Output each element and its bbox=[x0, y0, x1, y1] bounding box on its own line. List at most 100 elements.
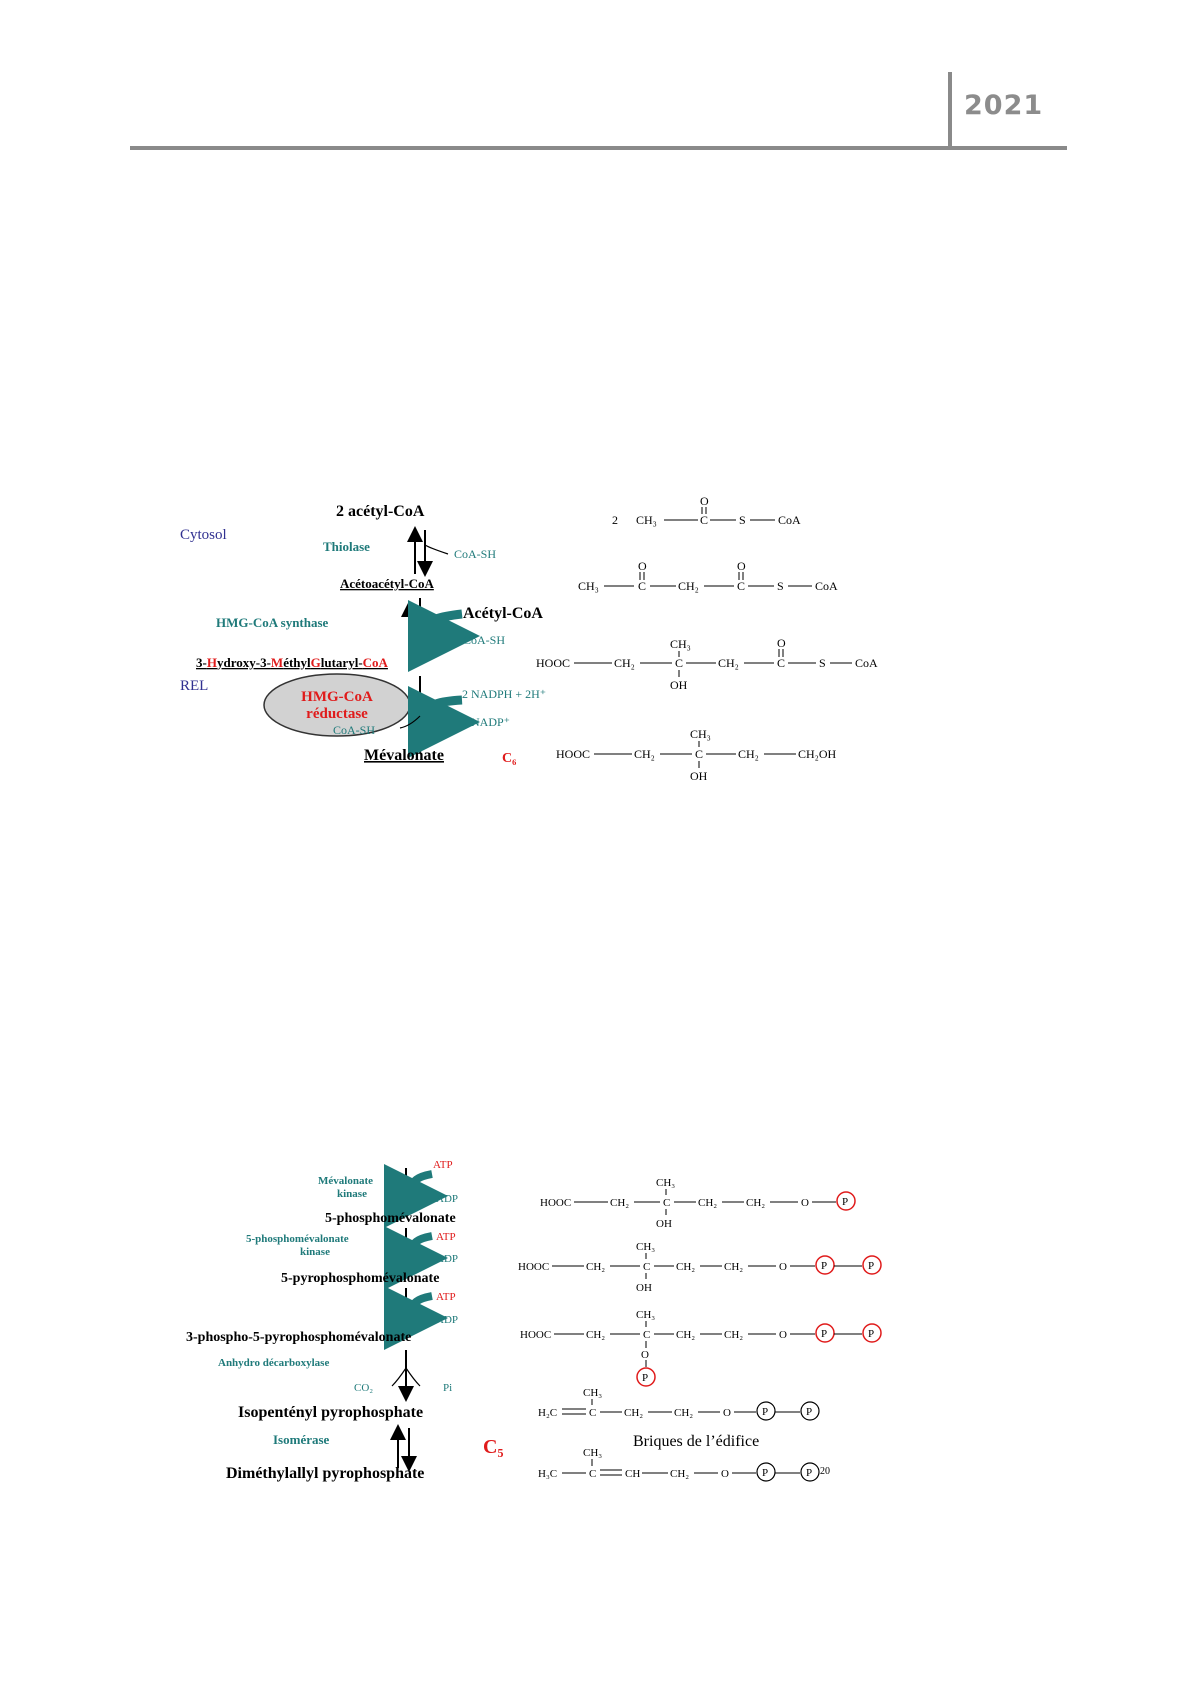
svg-text:CH₂: CH₂ bbox=[614, 656, 635, 670]
svg-text:H₃C: H₃C bbox=[538, 1468, 557, 1480]
svg-text:CH₂: CH₂ bbox=[676, 1261, 695, 1273]
hmg-coa-synthase-label: HMG-CoA synthase bbox=[216, 615, 329, 630]
svg-text:CH: CH bbox=[625, 1468, 640, 1480]
phosphomevalonate-kinase-line2: kinase bbox=[300, 1246, 330, 1258]
svg-text:C: C bbox=[638, 579, 646, 593]
svg-text:HOOC: HOOC bbox=[520, 1329, 551, 1341]
svg-text:O: O bbox=[641, 1349, 649, 1361]
diagram-isoprenoid-building-blocks: ATP Mévalonate kinase ADP 5-phosphoméval… bbox=[186, 1159, 882, 1482]
svg-text:CH₂: CH₂ bbox=[610, 1197, 629, 1209]
svg-text:S: S bbox=[777, 579, 784, 593]
acetyl-coa-structure: 2 CH₃ C O S CoA bbox=[612, 494, 801, 527]
coash-branch bbox=[399, 715, 421, 729]
svg-text:CH₂: CH₂ bbox=[674, 1407, 693, 1419]
svg-text:C: C bbox=[737, 579, 745, 593]
svg-text:C: C bbox=[663, 1197, 670, 1209]
svg-text:H₂C: H₂C bbox=[538, 1407, 557, 1419]
adp-label-2: ADP bbox=[436, 1253, 458, 1265]
svg-text:CH₃: CH₃ bbox=[578, 579, 599, 593]
svg-text:CH₂: CH₂ bbox=[724, 1261, 743, 1273]
coash-label-1: CoA-SH bbox=[454, 547, 496, 561]
svg-text:P: P bbox=[842, 1196, 848, 1208]
svg-text:P: P bbox=[868, 1260, 874, 1272]
svg-text:O: O bbox=[700, 494, 709, 508]
header-year: 2021 bbox=[964, 90, 1044, 121]
svg-text:OH: OH bbox=[670, 678, 688, 692]
pi-branch bbox=[405, 1367, 421, 1387]
isomerase-label: Isomérase bbox=[273, 1432, 330, 1447]
svg-text:P: P bbox=[642, 1372, 648, 1384]
nadph-label: 2 NADPH + 2H⁺ bbox=[462, 687, 546, 701]
svg-text:O: O bbox=[779, 1261, 787, 1273]
phosphomevalonate-structure: HOOC CH₂ C CH₃ OH CH₂ CH₂ O P bbox=[540, 1177, 856, 1230]
svg-text:CH₂: CH₂ bbox=[738, 747, 759, 761]
cofactor-curved-arrow bbox=[407, 685, 480, 758]
mevalonate-kinase-line2: kinase bbox=[337, 1188, 367, 1200]
svg-text:O: O bbox=[737, 559, 746, 573]
svg-text:S: S bbox=[819, 656, 826, 670]
svg-text:CH₂: CH₂ bbox=[718, 656, 739, 670]
adp-label-1: ADP bbox=[436, 1193, 458, 1205]
acetoacetyl-coa-structure: CH₃ C O CH₂ C O S CoA bbox=[578, 559, 838, 593]
svg-text:CH₂: CH₂ bbox=[624, 1407, 643, 1419]
phospho-pyrophosphomevalonate-label: 3-phospho-5-pyrophosphomévalonate bbox=[186, 1330, 411, 1345]
svg-text:P: P bbox=[762, 1467, 768, 1479]
atp-label-1: ATP bbox=[436, 1231, 456, 1243]
adp-label-3: ADP bbox=[436, 1314, 458, 1326]
svg-text:20: 20 bbox=[820, 1466, 830, 1477]
co2-label: CO₂ bbox=[354, 1382, 373, 1394]
svg-text:OH: OH bbox=[656, 1218, 672, 1230]
svg-text:CH₂: CH₂ bbox=[670, 1468, 689, 1480]
svg-text:CoA: CoA bbox=[855, 656, 878, 670]
diagram-mevalonate-synthesis: Cytosol REL 2 acétyl-CoA Thiolase CoA-SH… bbox=[180, 494, 878, 783]
svg-text:CH₂: CH₂ bbox=[676, 1329, 695, 1341]
svg-text:CH₂: CH₂ bbox=[698, 1197, 717, 1209]
coash-label-2: CoA-SH bbox=[463, 633, 505, 647]
briques-label: Briques de l’édifice bbox=[633, 1433, 759, 1450]
ipp-structure: H₂C C CH₃ CH₂ CH₂ O P P bbox=[538, 1387, 820, 1421]
svg-text:P: P bbox=[806, 1406, 812, 1418]
svg-text:CH₃: CH₃ bbox=[636, 1241, 655, 1253]
phospho-pyrophosphomevalonate-structure: HOOC CH₂ C CH₃ O P CH₂ CH₂ O P P bbox=[520, 1309, 882, 1387]
svg-text:CH₂: CH₂ bbox=[634, 747, 655, 761]
svg-text:O: O bbox=[777, 636, 786, 650]
dmapp-structure: H₃C C CH₃ CH CH₂ O P P 20 bbox=[538, 1447, 830, 1482]
svg-text:HOOC: HOOC bbox=[518, 1261, 549, 1273]
atp-label-2: ATP bbox=[436, 1291, 456, 1303]
c6-label: C₆ bbox=[502, 751, 516, 766]
svg-text:2: 2 bbox=[612, 513, 618, 527]
rel-label: REL bbox=[180, 678, 208, 694]
svg-text:C: C bbox=[695, 747, 703, 761]
svg-text:C: C bbox=[589, 1407, 596, 1419]
cofactor-curved-arrow bbox=[383, 1285, 448, 1350]
svg-text:CH₃: CH₃ bbox=[690, 727, 711, 741]
svg-text:CH₂: CH₂ bbox=[586, 1329, 605, 1341]
svg-text:CH₃: CH₃ bbox=[583, 1387, 602, 1399]
header-vertical-divider bbox=[948, 72, 952, 148]
svg-text:C: C bbox=[777, 656, 785, 670]
cofactor-curved-arrow bbox=[407, 599, 480, 672]
svg-text:O: O bbox=[638, 559, 647, 573]
svg-text:CH₂: CH₂ bbox=[724, 1329, 743, 1341]
mevalonate-structure: HOOC CH₂ C CH₃ OH CH₂ CH₂OH bbox=[556, 727, 837, 783]
pi-label: Pi bbox=[443, 1382, 452, 1394]
svg-text:P: P bbox=[806, 1467, 812, 1479]
svg-text:CoA: CoA bbox=[815, 579, 838, 593]
dmapp-label: Diméthylallyl pyrophosphate bbox=[226, 1465, 424, 1482]
svg-text:P: P bbox=[821, 1260, 827, 1272]
svg-text:HOOC: HOOC bbox=[540, 1197, 571, 1209]
svg-text:S: S bbox=[739, 513, 746, 527]
nadp-label: 2 NADP⁺ bbox=[462, 715, 510, 729]
acetyl-coa-substrate-label: Acétyl-CoA bbox=[463, 605, 543, 622]
svg-text:CH₃: CH₃ bbox=[636, 1309, 655, 1321]
svg-text:C: C bbox=[675, 656, 683, 670]
hmg-coa-label: 3-Hydroxy-3-MéthylGlutaryl-CoA bbox=[196, 655, 389, 670]
svg-text:P: P bbox=[762, 1406, 768, 1418]
header-rule bbox=[130, 146, 1067, 150]
mevalonate-label: Mévalonate bbox=[364, 747, 444, 764]
coash-branch bbox=[424, 544, 449, 555]
svg-text:CH₂: CH₂ bbox=[746, 1197, 765, 1209]
phosphomevalonate-kinase-line1: 5-phosphomévalonate bbox=[246, 1233, 349, 1245]
svg-text:CH₂: CH₂ bbox=[678, 579, 699, 593]
